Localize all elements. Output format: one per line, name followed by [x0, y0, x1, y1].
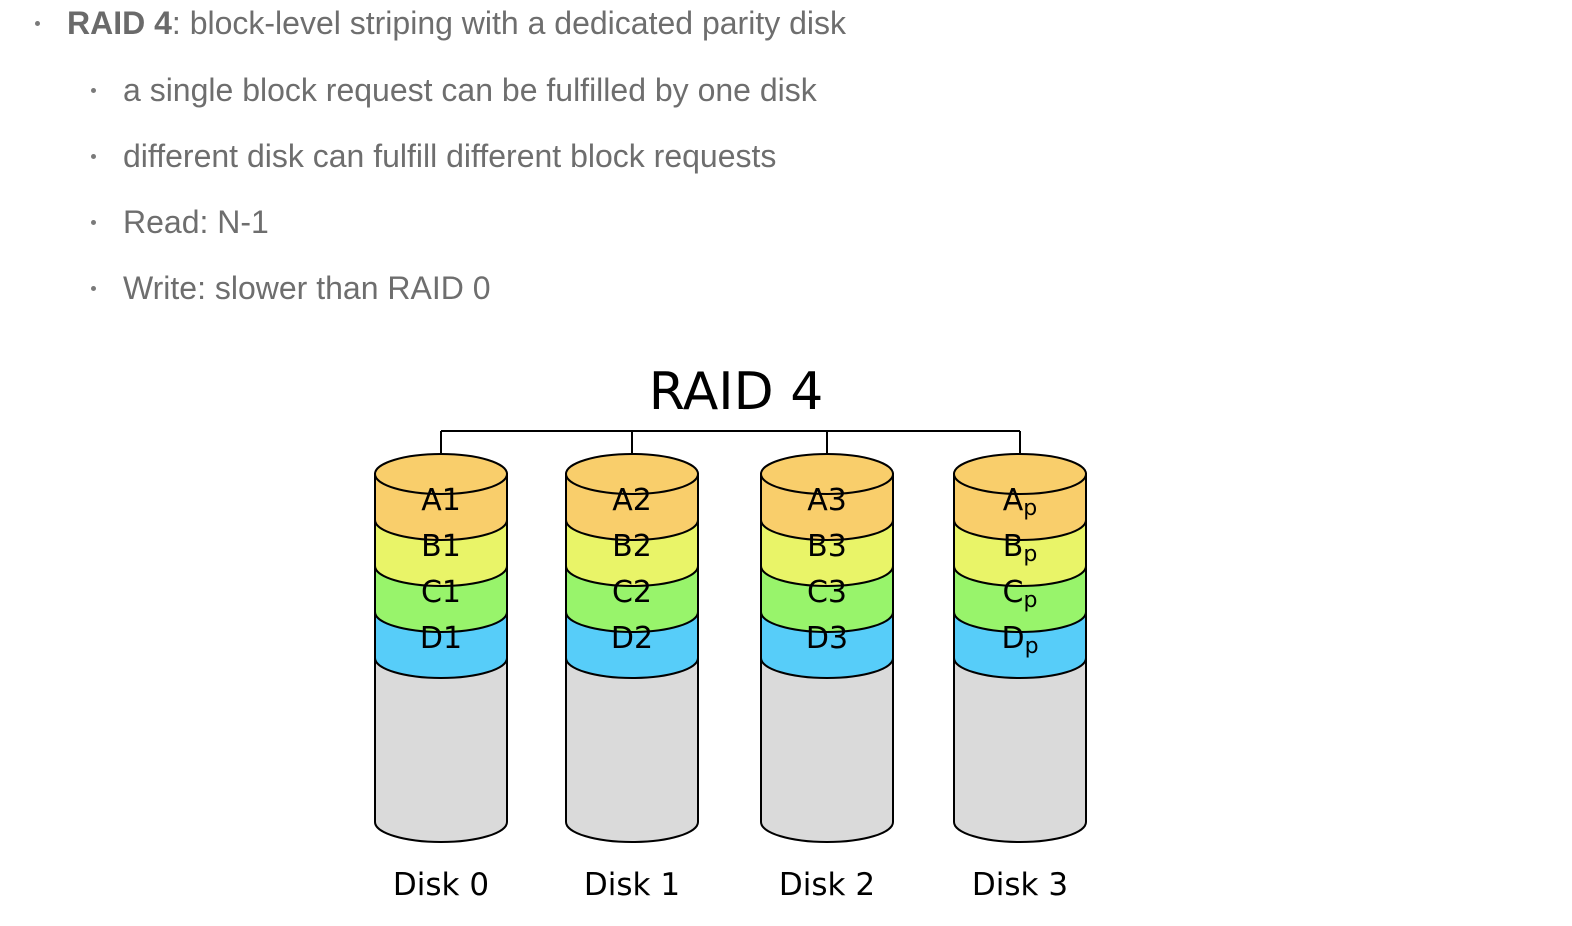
block-label: C1	[421, 575, 461, 610]
main-bullet: RAID 4: block-level striping with a dedi…	[67, 3, 846, 43]
block-label-subscript: p	[1023, 496, 1037, 521]
disk-label: Disk 2	[779, 867, 875, 903]
block-label: B2	[612, 529, 652, 564]
block-label: Bp	[1003, 529, 1038, 567]
main-bullet-text: : block-level striping with a dedicated …	[171, 5, 846, 41]
disk-label: Disk 3	[972, 867, 1068, 903]
block-label: D2	[611, 621, 653, 656]
disk-top-cap	[760, 453, 894, 495]
block-label: D3	[806, 621, 848, 656]
block-label-base: B1	[421, 529, 461, 564]
block-label: C2	[612, 575, 652, 610]
block-label: B3	[807, 529, 847, 564]
block-label-base: C3	[807, 575, 847, 610]
disk-empty-space	[565, 657, 699, 843]
block-label-base: A2	[612, 483, 652, 518]
disk-top-cap	[565, 453, 699, 495]
block-label: C3	[807, 575, 847, 610]
sub-bullet-write: Write: slower than RAID 0	[123, 270, 491, 306]
disk-empty-space	[374, 657, 508, 843]
block-label: Cp	[1003, 575, 1038, 613]
block-label: Ap	[1003, 483, 1038, 521]
block-label-base: B2	[612, 529, 652, 564]
block-label-base: C2	[612, 575, 652, 610]
connector-lines	[440, 430, 1021, 474]
block-label-base: D2	[611, 621, 653, 656]
block-label-base: A3	[807, 483, 847, 518]
disk-label: Disk 1	[584, 867, 680, 903]
block-label-subscript: p	[1025, 634, 1039, 659]
block-label-base: A1	[421, 483, 461, 518]
block-label-base: B	[1003, 529, 1024, 564]
bullet-marker	[91, 154, 96, 159]
block-label-base: C	[1003, 575, 1024, 610]
block-label: A1	[421, 483, 461, 518]
block-label-base: C1	[421, 575, 461, 610]
disk-top-cap	[374, 453, 508, 495]
sub-bullet-single-request: a single block request can be fulfilled …	[123, 72, 817, 108]
disk-top-cap	[953, 453, 1087, 495]
disk-empty-space	[953, 657, 1087, 843]
block-label: A2	[612, 483, 652, 518]
block-label: B1	[421, 529, 461, 564]
block-label-base: D	[1001, 621, 1024, 656]
block-label-base: D3	[806, 621, 848, 656]
block-label: A3	[807, 483, 847, 518]
sub-bullet-different-disk: different disk can fulfill different blo…	[123, 138, 777, 174]
main-bullet-term: RAID 4	[67, 5, 172, 41]
disk-empty-space	[760, 657, 894, 843]
block-label-subscript: p	[1023, 588, 1037, 613]
block-label-subscript: p	[1023, 542, 1037, 567]
disk-label: Disk 0	[393, 867, 489, 903]
sub-bullet-read: Read: N-1	[123, 204, 269, 240]
block-label-base: A	[1003, 483, 1024, 518]
bullet-marker	[91, 286, 96, 291]
block-label: D1	[420, 621, 462, 656]
block-label-base: D1	[420, 621, 462, 656]
bullet-marker	[35, 21, 40, 26]
block-label: Dp	[1001, 621, 1038, 659]
block-label-base: B3	[807, 529, 847, 564]
diagram-title: RAID 4	[649, 362, 824, 422]
bullet-marker	[91, 220, 96, 225]
bullet-marker	[91, 88, 96, 93]
